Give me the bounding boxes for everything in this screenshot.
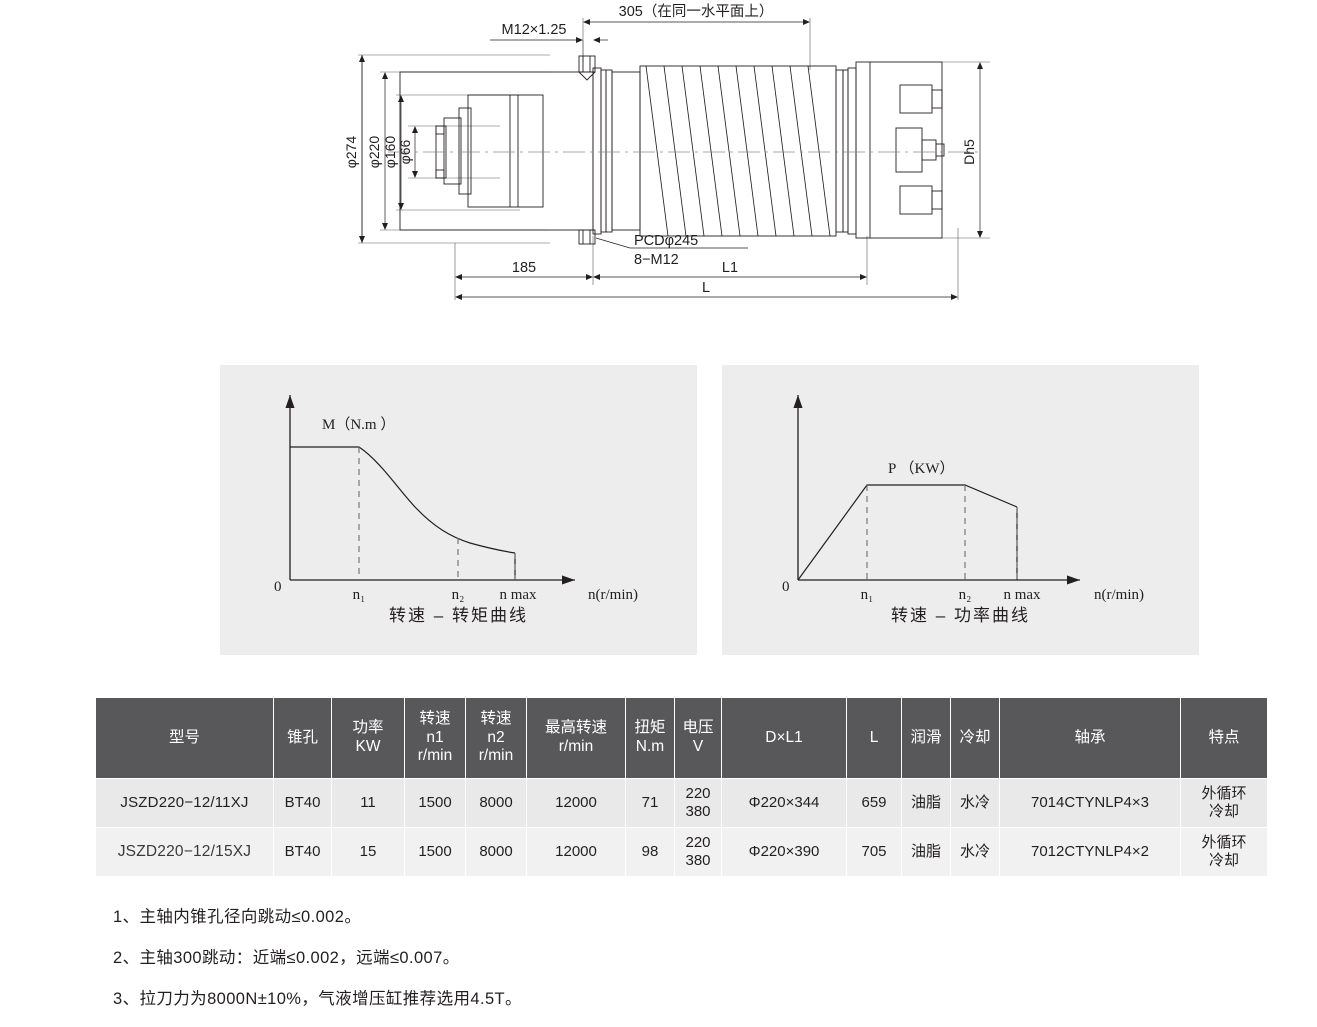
dim-label-thread: M12×1.25 — [502, 22, 567, 38]
cell-l: 659 — [847, 779, 901, 827]
torque-x-label: n(r/min) — [588, 587, 638, 603]
col-header-lubrication: 润滑 — [902, 698, 950, 778]
cell-bearing: 7014CTYNLP4×3 — [1000, 779, 1180, 827]
col-header-feature: 特点 — [1181, 698, 1267, 778]
dim-label-185: 185 — [512, 260, 536, 276]
col-header-d-l1: D×L1 — [722, 698, 846, 778]
power-curve-caption: 转速 – 功率曲线 — [891, 606, 1030, 625]
power-tick-nmax: n max — [1003, 587, 1041, 603]
dim-label-phi66: φ66 — [397, 139, 413, 164]
cell-lubrication: 油脂 — [902, 828, 950, 876]
torque-tick-n2: n₂ — [452, 587, 465, 603]
cell-bearing: 7012CTYNLP4×2 — [1000, 828, 1180, 876]
cell-torque: 98 — [626, 828, 674, 876]
power-x-label: n(r/min) — [1094, 587, 1144, 603]
note-item: 1、主轴内锥孔径向跳动≤0.002。 — [113, 908, 362, 926]
cell-n2: 8000 — [466, 828, 526, 876]
cell-n2: 8000 — [466, 779, 526, 827]
torque-tick-nmax: n max — [499, 587, 537, 603]
torque-curve-panel: M（N.m ） 0 n₁ n₂ n max n(r/min) 转速 – 转矩曲线 — [220, 365, 697, 655]
cell-n1: 1500 — [405, 779, 465, 827]
dim-label-phi220: φ220 — [366, 136, 382, 169]
torque-curve-caption: 转速 – 转矩曲线 — [389, 606, 528, 625]
power-curve-line — [797, 484, 1018, 581]
power-tick-n1: n₁ — [861, 587, 874, 603]
power-tick-n2: n₂ — [959, 587, 972, 603]
cell-d-l1: Φ220×344 — [722, 779, 846, 827]
cell-max-speed: 12000 — [527, 828, 625, 876]
dim-label-top-span: 305（在同一水平面上） — [619, 3, 774, 20]
power-y-label: P （KW） — [888, 460, 955, 477]
cell-max-speed: 12000 — [527, 779, 625, 827]
cell-d-l1: Φ220×390 — [722, 828, 846, 876]
cell-feature: 外循环冷却 — [1181, 828, 1267, 876]
dim-label-bolts: 8−M12 — [634, 252, 679, 268]
cell-lubrication: 油脂 — [902, 779, 950, 827]
note-item: 2、主轴300跳动：近端≤0.002，远端≤0.007。 — [113, 949, 460, 967]
col-header-cooling: 冷却 — [951, 698, 999, 778]
col-header-taper: 锥孔 — [274, 698, 331, 778]
cell-l: 705 — [847, 828, 901, 876]
torque-curve-line — [290, 446, 516, 554]
cell-taper: BT40 — [274, 779, 331, 827]
cell-feature: 外循环冷却 — [1181, 779, 1267, 827]
cell-power: 15 — [332, 828, 404, 876]
cell-model: JSZD220−12/15XJ — [96, 828, 273, 876]
dim-label-dh5: Dh5 — [961, 139, 977, 165]
cell-power: 11 — [332, 779, 404, 827]
cell-torque: 71 — [626, 779, 674, 827]
col-header-model: 型号 — [96, 698, 273, 778]
col-header-bearing: 轴承 — [1000, 698, 1180, 778]
torque-origin-label: 0 — [274, 579, 282, 595]
cell-cooling: 水冷 — [951, 779, 999, 827]
torque-y-label: M（N.m ） — [322, 416, 395, 433]
power-curve-panel: P （KW） 0 n₁ n₂ n max n(r/min) 转速 – 功率曲线 — [722, 365, 1199, 655]
col-header-l: L — [847, 698, 901, 778]
technical-drawing: φ274 φ220 φ160 φ66 Dh5 305（在同一水平面上） M12×… — [340, 0, 1000, 320]
cell-n1: 1500 — [405, 828, 465, 876]
table-row: JSZD220−12/15XJ BT40 15 1500 8000 12000 … — [96, 828, 1267, 876]
cell-cooling: 水冷 — [951, 828, 999, 876]
dim-label-l: L — [702, 280, 710, 296]
cell-taper: BT40 — [274, 828, 331, 876]
note-item: 3、拉刀力为8000N±10%，气液增压缸推荐选用4.5T。 — [113, 990, 522, 1008]
dim-label-phi160: φ160 — [382, 136, 398, 169]
table-row: JSZD220−12/11XJ BT40 11 1500 8000 12000 … — [96, 779, 1267, 827]
cell-model: JSZD220−12/11XJ — [96, 779, 273, 827]
power-origin-label: 0 — [782, 579, 790, 595]
dim-label-pcd: PCDφ245 — [634, 233, 698, 249]
torque-tick-n1: n₁ — [353, 587, 366, 603]
dim-label-phi274: φ274 — [343, 136, 359, 169]
dim-label-l1: L1 — [722, 260, 738, 276]
notes-list: 1、主轴内锥孔径向跳动≤0.002。 2、主轴300跳动：近端≤0.002，远端… — [113, 903, 1013, 1026]
